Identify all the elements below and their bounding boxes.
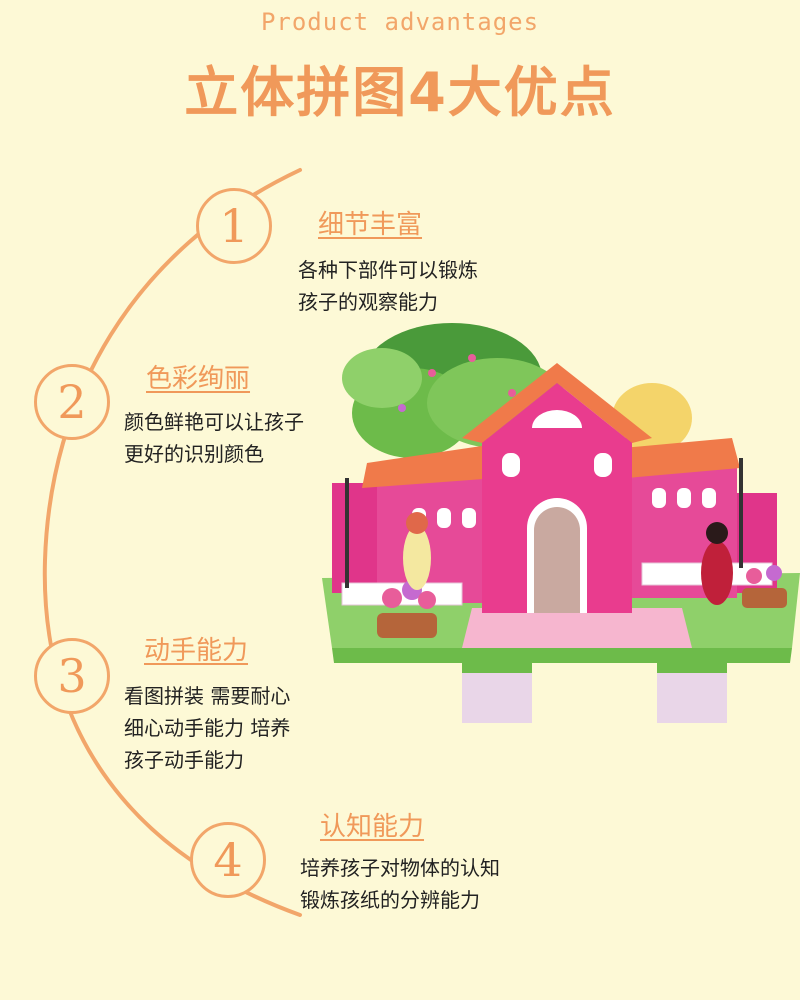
item-4-number-badge: 4 [190,822,266,898]
item-1-line-2: 孩子的观察能力 [298,290,438,314]
item-4-line-1: 培养孩子对物体的认知 [300,856,500,880]
item-2-number-badge: 2 [34,364,110,440]
product-image-puzzle-house [322,318,800,738]
item-4-description: 培养孩子对物体的认知 锻炼孩纸的分辨能力 [300,852,500,916]
item-1-title: 细节丰富 [318,210,423,240]
item-3-number-badge: 3 [34,638,110,714]
item-1-description: 各种下部件可以锻炼 孩子的观察能力 [298,254,478,318]
item-1-line-1: 各种下部件可以锻炼 [298,258,478,282]
item-1-number-badge: 1 [196,188,272,264]
item-4-line-2: 锻炼孩纸的分辨能力 [300,888,480,912]
item-2-line-2: 更好的识别颜色 [124,442,264,466]
item-3-description: 看图拼装 需要耐心 细心动手能力 培养 孩子动手能力 [124,680,290,776]
item-2-title: 色彩绚丽 [146,364,251,394]
item-3-title: 动手能力 [144,636,249,666]
item-4-number: 4 [213,833,243,887]
item-2-line-1: 颜色鲜艳可以让孩子 [124,410,304,434]
item-3-line-3: 孩子动手能力 [124,748,244,772]
item-1-number: 1 [219,199,249,253]
item-2-description: 颜色鲜艳可以让孩子 更好的识别颜色 [124,406,304,470]
page-title: 立体拼图4大优点 [184,61,616,124]
page-subtitle: Product advantages [260,8,540,36]
item-2-number: 2 [57,375,87,429]
item-3-line-2: 细心动手能力 培养 [124,716,291,740]
item-3-line-1: 看图拼装 需要耐心 [124,684,291,708]
item-3-number: 3 [57,649,87,703]
item-4-title: 认知能力 [320,812,425,842]
